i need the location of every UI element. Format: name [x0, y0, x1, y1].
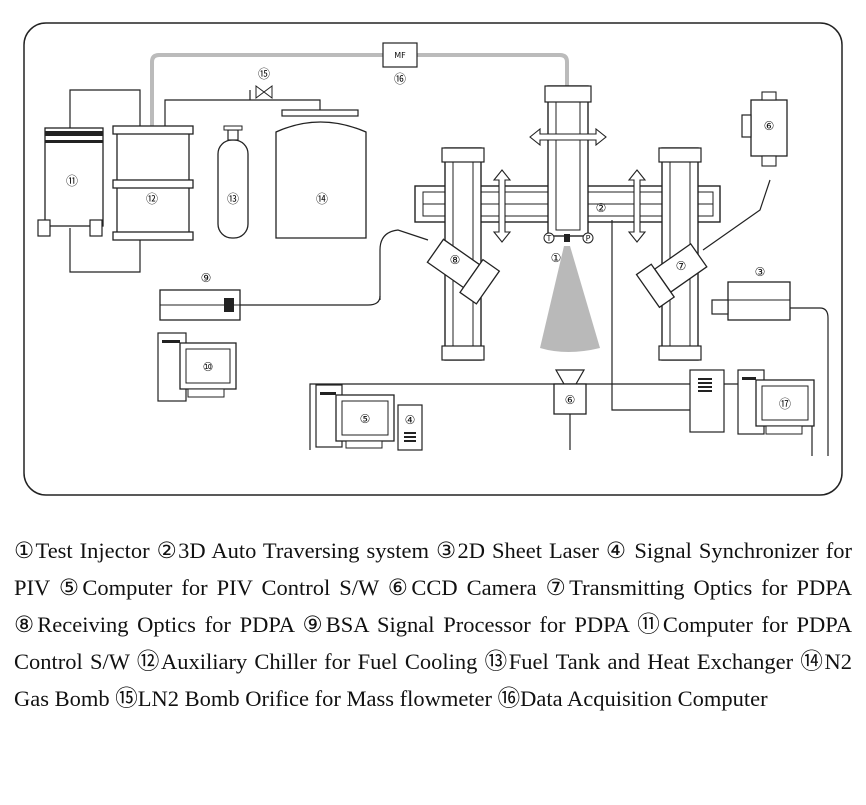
label-10: ⑩: [203, 360, 214, 374]
label-6-bottom: ⑥: [565, 393, 576, 407]
pdpa-computer: [37, 127, 104, 237]
signal-synchronizer: [397, 404, 423, 451]
bsa-signal-processor: [159, 289, 381, 321]
label-17: ⑰: [779, 397, 791, 411]
label-4: ④: [405, 413, 416, 427]
label-13: ⑬: [227, 192, 239, 206]
test-injector: T P: [543, 232, 594, 244]
label-16: ⑯: [394, 72, 406, 86]
n2-line: [164, 90, 321, 130]
fuel-tank: [217, 125, 249, 239]
mf-label: MF: [394, 51, 406, 60]
mass-flowmeter-box: MF: [382, 42, 418, 68]
svg-text:P: P: [586, 234, 591, 243]
svg-text:T: T: [546, 234, 552, 243]
label-9: ⑨: [201, 271, 212, 285]
label-2: ②: [596, 201, 607, 215]
label-6-top: ⑥: [764, 119, 775, 133]
computer-10: [157, 332, 237, 402]
chiller-loop-line: [69, 89, 141, 273]
flow-tube: [150, 53, 569, 235]
receiving-optics: [379, 229, 501, 305]
n2-gas-bomb: [275, 109, 367, 239]
label-8: ⑧: [450, 253, 461, 267]
piv-computer: [315, 384, 395, 449]
figure-caption: ①Test Injector ②3D Auto Traversing syste…: [14, 538, 852, 711]
sheet-laser: [711, 281, 791, 321]
label-11: ⑪: [66, 174, 78, 188]
diagram-frame: [23, 22, 843, 496]
auxiliary-chiller: [112, 125, 194, 241]
motion-arrows: [492, 127, 647, 243]
data-acquisition-computer: [689, 369, 815, 435]
spray-cone: [540, 246, 600, 352]
transmitting-optics: [635, 179, 771, 309]
ccd-camera-bottom: [553, 369, 587, 415]
label-14: ⑭: [316, 192, 328, 206]
label-7: ⑦: [676, 259, 687, 273]
label-3: ③: [755, 265, 766, 279]
ln2-orifice: [255, 85, 273, 99]
component-labels: ① ② ③ ④ ⑤ ⑥ ⑥ ⑦ ⑧ ⑨ ⑩ ⑪ ⑫ ⑬ ⑭ ⑮ ⑯ ⑰: [66, 67, 791, 427]
label-15: ⑮: [258, 67, 270, 81]
ccd-camera-top: [741, 91, 788, 167]
label-1: ①: [551, 251, 562, 265]
label-12: ⑫: [146, 192, 158, 206]
label-5: ⑤: [360, 412, 371, 426]
experimental-setup-diagram: MF: [23, 22, 843, 496]
